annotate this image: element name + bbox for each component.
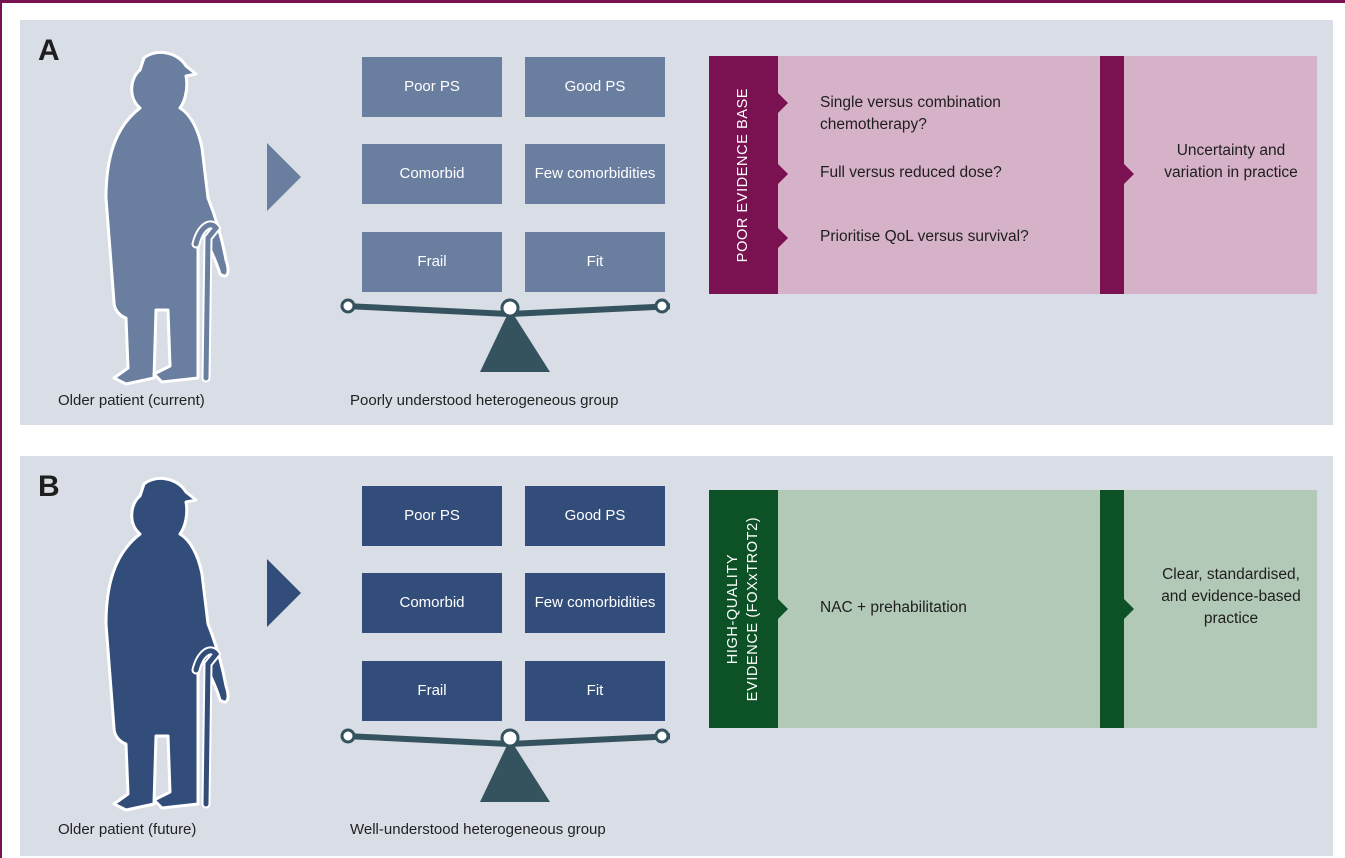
group-box-good-ps: Good PS: [525, 486, 665, 546]
question-item: Single versus combination chemotherapy?: [820, 94, 1001, 133]
group-box-few-comorbidities: Few comorbidities: [525, 573, 665, 633]
group-box-good-ps: Good PS: [525, 57, 665, 117]
panel-a: A Older patient (current) Poor PS Good P…: [20, 20, 1333, 425]
group-box-frail: Frail: [362, 661, 502, 721]
balance-seesaw: [340, 728, 670, 802]
group-box-poor-ps: Poor PS: [362, 486, 502, 546]
evidence-band: POOR EVIDENCE BASE: [709, 56, 778, 294]
group-box-fit: Fit: [525, 232, 665, 292]
group-caption: Well-understood heterogeneous group: [350, 821, 606, 838]
question-item: Prioritise QoL versus survival?: [820, 228, 1029, 245]
arrow-right: [267, 559, 301, 627]
evidence-panel: HIGH-QUALITY EVIDENCE (FOXxTROT2) NAC + …: [709, 490, 1317, 728]
evidence-divider: [1100, 490, 1124, 728]
question-item: NAC + prehabilitation: [820, 599, 967, 616]
evidence-band: HIGH-QUALITY EVIDENCE (FOXxTROT2): [709, 490, 778, 728]
pointer-triangle: [778, 228, 788, 248]
figure-caption: Older patient (future): [58, 821, 197, 838]
outcome-text: Uncertainty and variation in practice: [1164, 142, 1298, 181]
arrow-right: [267, 143, 301, 211]
evidence-label: HIGH-QUALITY EVIDENCE (FOXxTROT2): [724, 517, 764, 701]
group-box-frail: Frail: [362, 232, 502, 292]
frame-left-border: [0, 0, 2, 858]
older-patient-current-figure: [104, 50, 230, 386]
pointer-triangle: [778, 599, 788, 619]
evidence-panel: POOR EVIDENCE BASE Single versus combina…: [709, 56, 1317, 294]
group-box-comorbid: Comorbid: [362, 573, 502, 633]
balance-seesaw: [340, 298, 670, 372]
evidence-label-line2: EVIDENCE (FOXxTROT2): [745, 516, 762, 702]
evidence-label-line1: HIGH-QUALITY: [725, 553, 742, 665]
older-patient-future-figure: [104, 476, 230, 812]
group-box-few-comorbidities: Few comorbidities: [525, 144, 665, 204]
pointer-triangle: [778, 164, 788, 184]
panel-a-letter: A: [38, 34, 60, 67]
pointer-triangle: [1124, 599, 1134, 619]
outcome-text: Clear, standardised, and evidence-based …: [1161, 566, 1301, 627]
panel-b-letter: B: [38, 470, 60, 503]
pointer-triangle: [778, 93, 788, 113]
question-item: Full versus reduced dose?: [820, 164, 1002, 181]
panel-b: B Older patient (future) Poor PS Good PS…: [20, 456, 1333, 856]
group-box-fit: Fit: [525, 661, 665, 721]
figure-caption: Older patient (current): [58, 392, 205, 409]
evidence-label: POOR EVIDENCE BASE: [735, 87, 752, 263]
pointer-triangle: [1124, 164, 1134, 184]
evidence-divider: [1100, 56, 1124, 294]
group-box-poor-ps: Poor PS: [362, 57, 502, 117]
frame-top-border: [0, 0, 1345, 3]
group-caption: Poorly understood heterogeneous group: [350, 392, 619, 409]
group-box-comorbid: Comorbid: [362, 144, 502, 204]
